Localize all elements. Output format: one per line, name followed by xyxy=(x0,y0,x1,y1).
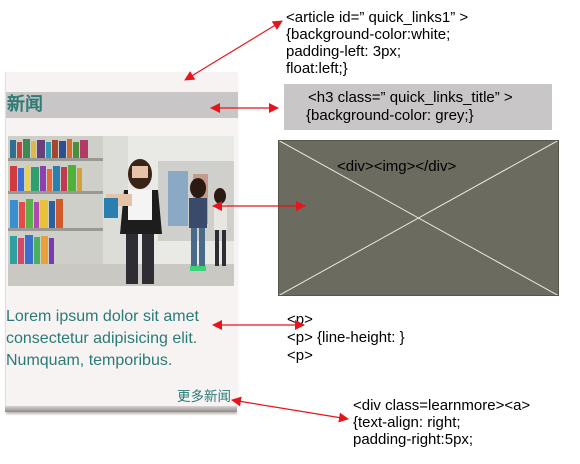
annotation-line: {text-align: right; xyxy=(353,414,461,431)
annotation-line: <div class=learnmore><a> xyxy=(353,397,531,414)
image-placeholder-box xyxy=(277,139,560,297)
paragraph-line: Lorem ipsum dolor sit amet xyxy=(6,308,199,325)
paragraph-line: consectetur adipisicing elit. xyxy=(6,330,198,347)
news-photo xyxy=(8,136,234,286)
panel-bottom-shadow xyxy=(5,406,237,412)
quick-links-title-bar: 新闻 xyxy=(6,92,238,118)
paragraph-line: Numquam, temporibus. xyxy=(6,352,173,369)
annotation-line: padding-right:5px; xyxy=(353,431,474,448)
annotation-line: padding-left: 3px; xyxy=(286,43,402,60)
arrow-article xyxy=(184,20,283,81)
image-placeholder-label: <div><img></div> xyxy=(337,158,457,175)
quick-links-title: 新闻 xyxy=(7,94,43,115)
learnmore-annotation: <div class=learnmore><a> {text-align: ri… xyxy=(353,397,530,448)
news-paragraph: Lorem ipsum dolor sit amet consectetur a… xyxy=(6,306,238,372)
paragraph-annotation: <p> <p> {line-height: } <p> xyxy=(287,311,405,365)
article-annotation: <article id=” quick_links1” > {backgroun… xyxy=(286,9,468,77)
annotation-line: <p> {line-height: } xyxy=(287,329,405,346)
annotation-line: <h3 class=” quick_links_title” > xyxy=(308,89,513,106)
arrow-learnmore xyxy=(231,396,349,423)
annotation-line: <p> xyxy=(287,347,313,364)
annotation-line: {background-color:white; xyxy=(286,26,451,43)
placeholder-cross xyxy=(277,139,560,297)
annotation-line: {background-color: grey;} xyxy=(306,107,474,124)
quick-links-article: 新闻 xyxy=(5,72,238,412)
h3-annotation-box: <h3 class=” quick_links_title” > {backgr… xyxy=(284,84,552,130)
library-photo-illustration xyxy=(8,136,234,286)
annotation-line: float:left;} xyxy=(286,60,348,77)
more-news-link[interactable]: 更多新闻 xyxy=(177,389,231,405)
annotation-line: <article id=” quick_links1” > xyxy=(286,9,469,26)
